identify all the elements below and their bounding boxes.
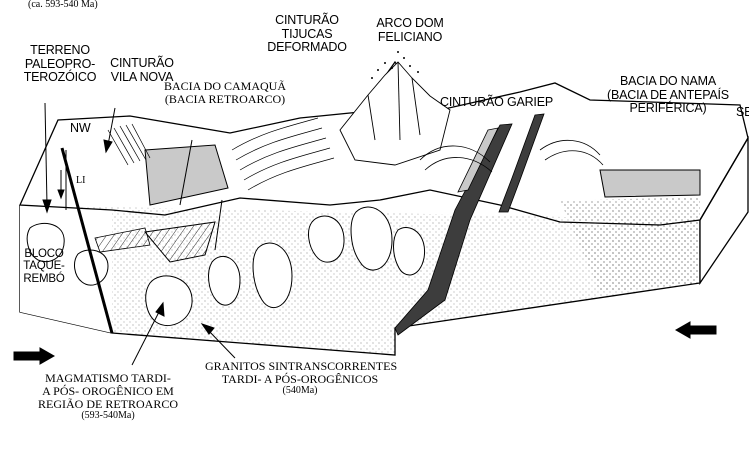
label-magmatismo-line: (593-540Ma): [28, 411, 188, 422]
label-terreno-line: TERRENO: [20, 44, 100, 58]
label-magmatismo: MAGMATISMO TARDI- A PÓS- OROGÊNICO EM RE…: [28, 372, 188, 422]
label-terreno-line: TEROZÓICO: [20, 71, 100, 85]
label-cinturao-gariep: CINTURÃO GARIEP: [440, 96, 553, 110]
block-right-face: [700, 138, 748, 283]
label-arco-dom-feliciano: ARCO DOM FELICIANO: [370, 17, 450, 44]
label-magmatismo-line: MAGMATISMO TARDI-: [28, 372, 188, 385]
label-nama-line: PERIFÉRICA): [588, 102, 748, 116]
label-tijucas-line: CINTURÃO: [258, 14, 356, 28]
label-vila-nova-line: CINTURÃO: [102, 57, 182, 71]
label-granitos-line: GRANITOS SINTRANSCORRENTES: [205, 360, 395, 373]
label-camaqua-line: (BACIA RETROARCO): [150, 93, 300, 106]
bacia-nama-fill: [600, 170, 700, 197]
vertical-arrow-up: [58, 190, 64, 198]
pluton-3: [146, 276, 192, 326]
arrow-vila-nova-head: [104, 140, 112, 152]
label-granitos-line: (540Ma): [205, 386, 395, 397]
label-nama-line: (BACIA DE ANTEPAÍS: [588, 89, 748, 103]
label-tijucas-line: TIJUCAS: [258, 28, 356, 42]
vila-nova-belt-fabric: [108, 124, 150, 165]
label-granitos: GRANITOS SINTRANSCORRENTES TARDI- A PÓS-…: [205, 360, 395, 397]
label-tijucas-line: DEFORMADO: [258, 41, 356, 55]
label-bloco-taquerembo: BLOCO TAQUE- REMBÓ: [18, 248, 70, 285]
label-magmatismo-line: A PÓS- OROGÊNICO EM: [28, 385, 188, 398]
label-granitos-line: TARDI- A PÓS-OROGÊNICOS: [205, 373, 395, 386]
label-magmatismo-line: REGIÃO DE RETROARCO: [28, 398, 188, 411]
label-se: SE: [736, 106, 749, 120]
arrow-terreno-line: [45, 103, 47, 205]
label-bloco-line: REMBÓ: [18, 273, 70, 285]
gariep-folds: [420, 140, 603, 172]
label-terreno-line: PALEOPRO-: [20, 58, 100, 72]
label-nama-line: BACIA DO NAMA: [588, 75, 748, 89]
label-arco-line: FELICIANO: [370, 31, 450, 45]
label-arco-line: ARCO DOM: [370, 17, 450, 31]
dom-feliciano-arc-mountains: [340, 62, 450, 165]
bacia-camaqua-fill: [145, 145, 228, 205]
label-bacia-nama: BACIA DO NAMA (BACIA DE ANTEPAÍS PERIFÉR…: [588, 75, 748, 116]
convergence-arrow-right: [676, 322, 716, 338]
convergence-arrow-left: [14, 348, 54, 364]
arrow-vila-nova-line: [108, 108, 115, 145]
label-camaqua-line: BACIA DO CAMAQUÃ: [150, 80, 300, 93]
label-bloco-line: BLOCO: [18, 248, 70, 260]
label-cinturao-tijucas: CINTURÃO TIJUCAS DEFORMADO: [258, 14, 356, 55]
top-caption: (ca. 593-540 Ma): [28, 0, 98, 11]
label-li: LI: [76, 176, 85, 187]
label-bacia-camaqua: BACIA DO CAMAQUÃ (BACIA RETROARCO): [150, 80, 300, 106]
label-bloco-line: TAQUE-: [18, 260, 70, 272]
label-nw: NW: [70, 122, 90, 136]
label-terreno-paleoproterozoico: TERRENO PALEOPRO- TEROZÓICO: [20, 44, 100, 85]
